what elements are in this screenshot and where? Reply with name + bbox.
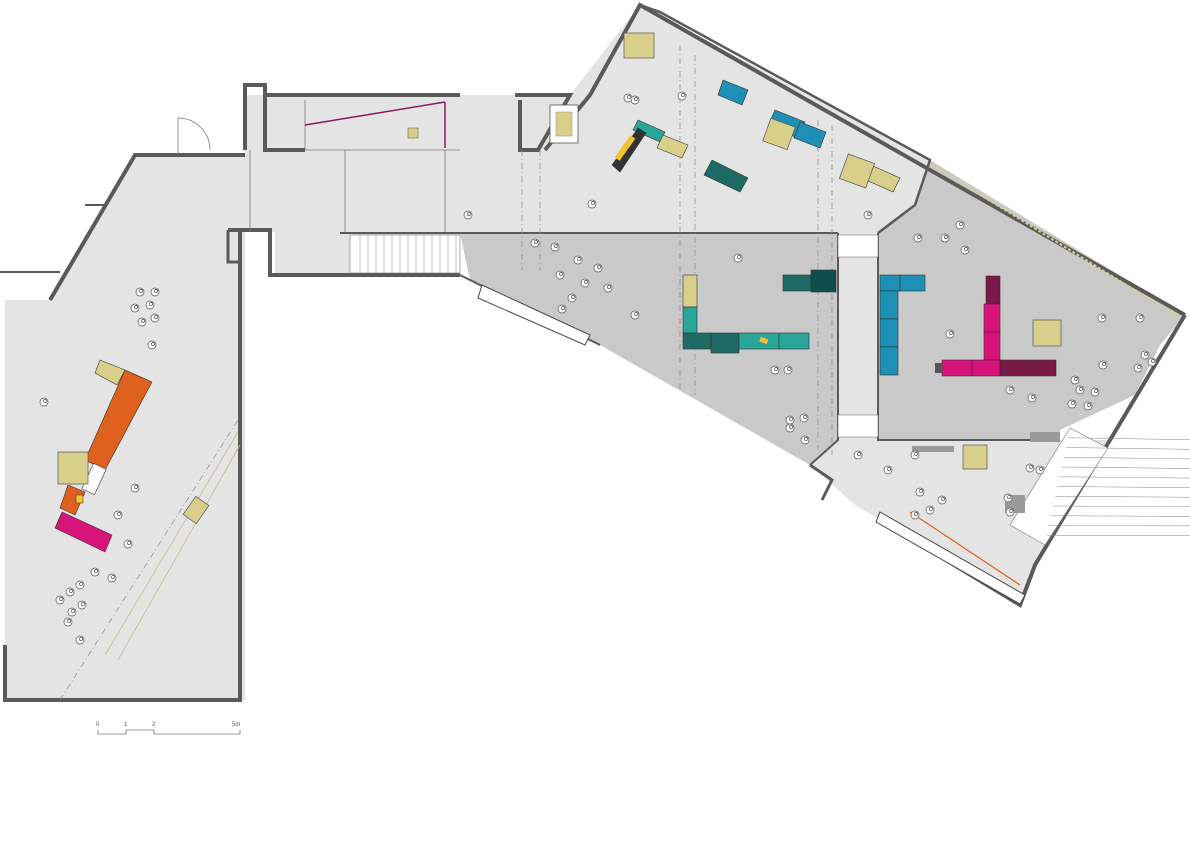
person-head <box>154 289 158 293</box>
person-head <box>591 201 595 205</box>
person-head <box>787 367 791 371</box>
person-head <box>71 609 75 613</box>
person-head <box>964 247 968 251</box>
guide-lines <box>59 45 833 701</box>
person-head <box>914 452 918 456</box>
person-head <box>1102 362 1106 366</box>
person-head <box>597 265 601 269</box>
person-head <box>1074 377 1078 381</box>
person-head <box>561 306 565 310</box>
person-head <box>1009 387 1013 391</box>
person-head <box>127 541 131 545</box>
wall-shelves <box>304 101 1181 605</box>
person-head <box>111 575 115 579</box>
person-head <box>467 212 471 216</box>
stair-icon <box>349 234 1190 546</box>
middle-east-edge <box>809 233 839 466</box>
corridor-inner-wall <box>263 95 305 152</box>
scale-tick-5m: 5m <box>232 722 240 728</box>
person-head <box>803 415 807 419</box>
east-hall-west-edge <box>877 233 1060 441</box>
person-head <box>59 597 63 601</box>
person-head <box>737 255 741 259</box>
person-head <box>79 637 83 641</box>
person-head <box>584 280 588 284</box>
person-head <box>43 399 47 403</box>
person-head <box>857 452 861 456</box>
person-head <box>554 244 558 248</box>
person-head <box>1079 387 1083 391</box>
person-head <box>1144 352 1148 356</box>
corridor-south-wall <box>228 228 460 277</box>
person-head <box>634 97 638 101</box>
person-head <box>117 512 121 516</box>
person-head <box>139 289 143 293</box>
person-head <box>804 437 808 441</box>
person-head <box>1101 315 1105 319</box>
person-head <box>944 235 948 239</box>
door-swing-icon <box>177 117 211 155</box>
south-stub-wall <box>809 463 834 501</box>
person-head <box>81 602 85 606</box>
left-wing-wall <box>48 153 245 302</box>
person-head <box>941 497 945 501</box>
person-head <box>789 417 793 421</box>
person-head <box>919 489 923 493</box>
person-head <box>607 285 611 289</box>
person-head <box>1151 359 1155 363</box>
person-head <box>151 342 155 346</box>
person-head <box>774 367 778 371</box>
person-head <box>1029 465 1033 469</box>
upper-hall-west-wall <box>515 93 574 152</box>
person-head <box>577 257 581 261</box>
person-head <box>67 619 71 623</box>
person-head <box>1031 395 1035 399</box>
person-head <box>929 507 933 511</box>
corridor-floor <box>245 95 460 275</box>
person-head <box>149 302 153 306</box>
scale-tick-2: 2 <box>152 722 156 728</box>
person-head <box>534 240 538 244</box>
person-head <box>571 295 575 299</box>
person-head <box>914 512 918 516</box>
person-head <box>867 212 871 216</box>
scale-tick-1: 1 <box>124 722 128 728</box>
upper-hall-inner-wall <box>639 3 932 234</box>
person-head <box>1009 509 1013 513</box>
person-head <box>154 315 158 319</box>
person-head <box>1137 365 1141 369</box>
person-head <box>1007 495 1011 499</box>
person-head <box>559 272 563 276</box>
furniture-modules <box>54 32 1062 553</box>
scale-tick-0: 0 <box>96 722 100 728</box>
central-aisle-floor <box>838 233 878 440</box>
corridor-pier <box>226 230 240 264</box>
person-head <box>1071 401 1075 405</box>
person-head <box>627 95 631 99</box>
person-head <box>79 582 83 586</box>
person-head <box>959 222 963 226</box>
person-head <box>134 485 138 489</box>
upper-hall-floor <box>460 5 930 233</box>
corridor-north-wall <box>243 83 460 150</box>
middle-hall-floor <box>460 233 838 465</box>
person-head <box>789 425 793 429</box>
people-layer <box>39 91 1157 645</box>
person-head <box>1087 403 1091 407</box>
person-head <box>69 589 73 593</box>
person-head <box>1139 315 1143 319</box>
person-head <box>634 312 638 316</box>
person-head <box>887 467 891 471</box>
person-head <box>1094 389 1098 393</box>
person-head <box>681 93 685 97</box>
person-head <box>141 319 145 323</box>
person-head <box>1039 467 1043 471</box>
scale-bar: 0 1 2 5m <box>96 722 241 735</box>
person-head <box>917 235 921 239</box>
person-head <box>134 305 138 309</box>
person-head <box>94 569 98 573</box>
person-head <box>949 331 953 335</box>
left-wing-east-wall <box>3 232 242 702</box>
